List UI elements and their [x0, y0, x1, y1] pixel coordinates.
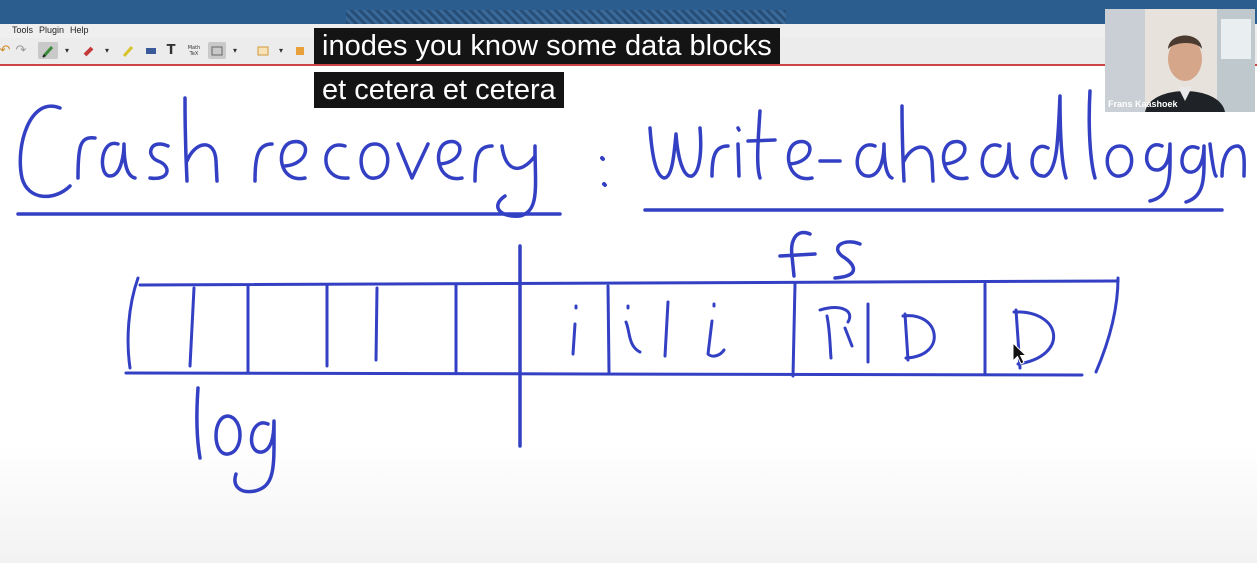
redo-icon[interactable]: ↷	[15, 43, 27, 58]
select-dropdown-icon[interactable]: ▾	[278, 46, 283, 55]
eraser-dropdown-icon[interactable]: ▾	[104, 46, 109, 55]
eraser-tool-button[interactable]	[80, 42, 98, 59]
pen-dropdown-icon[interactable]: ▾	[64, 46, 69, 55]
vertical-space-icon	[296, 46, 304, 55]
handwriting-write-ahead-logging	[643, 89, 1246, 212]
text-tool-button[interactable]: T	[166, 43, 176, 58]
handwriting-layer	[16, 89, 1246, 494]
undo-icon[interactable]: ↶	[0, 43, 11, 58]
caption-line-1: inodes you know some data blocks	[314, 28, 780, 64]
whiteboard-canvas[interactable]	[0, 66, 1257, 563]
image-dropdown-icon[interactable]: ▾	[232, 46, 237, 55]
presenter-name: Frans Kaashoek	[1108, 99, 1178, 109]
menu-plugin[interactable]: Plugin	[39, 25, 65, 35]
image-icon	[211, 46, 223, 55]
eraser-icon	[83, 46, 94, 56]
handwriting-colon	[600, 156, 607, 187]
rectangle-icon	[146, 47, 156, 54]
math-tex-button[interactable]: Math TeX	[187, 44, 201, 57]
menu-tools[interactable]: Tools	[12, 25, 34, 35]
select-region-button[interactable]	[254, 42, 272, 59]
vertical-space-button[interactable]	[292, 42, 308, 59]
highlighter-tool-button[interactable]	[120, 42, 136, 59]
webcam-feed: Frans Kaashoek	[1105, 9, 1255, 112]
caption-line-2: et cetera et cetera	[314, 72, 564, 108]
select-rect-icon	[257, 46, 269, 55]
presenter-video	[1105, 9, 1255, 112]
window-title-bar	[0, 0, 1257, 24]
menu-help[interactable]: Help	[70, 25, 89, 35]
image-tool-button[interactable]	[208, 42, 226, 59]
handwriting-disk-diagram	[124, 244, 1120, 448]
pen-icon	[42, 45, 54, 58]
highlighter-icon	[122, 45, 134, 57]
shape-tool-button[interactable]	[142, 42, 160, 59]
title-bar-pattern	[346, 10, 786, 24]
mouse-cursor-icon	[1012, 342, 1028, 365]
handwriting-log	[195, 386, 276, 494]
pen-tool-button[interactable]	[38, 42, 58, 59]
handwriting-crash-recovery	[16, 96, 562, 218]
handwriting-fs	[778, 230, 862, 280]
